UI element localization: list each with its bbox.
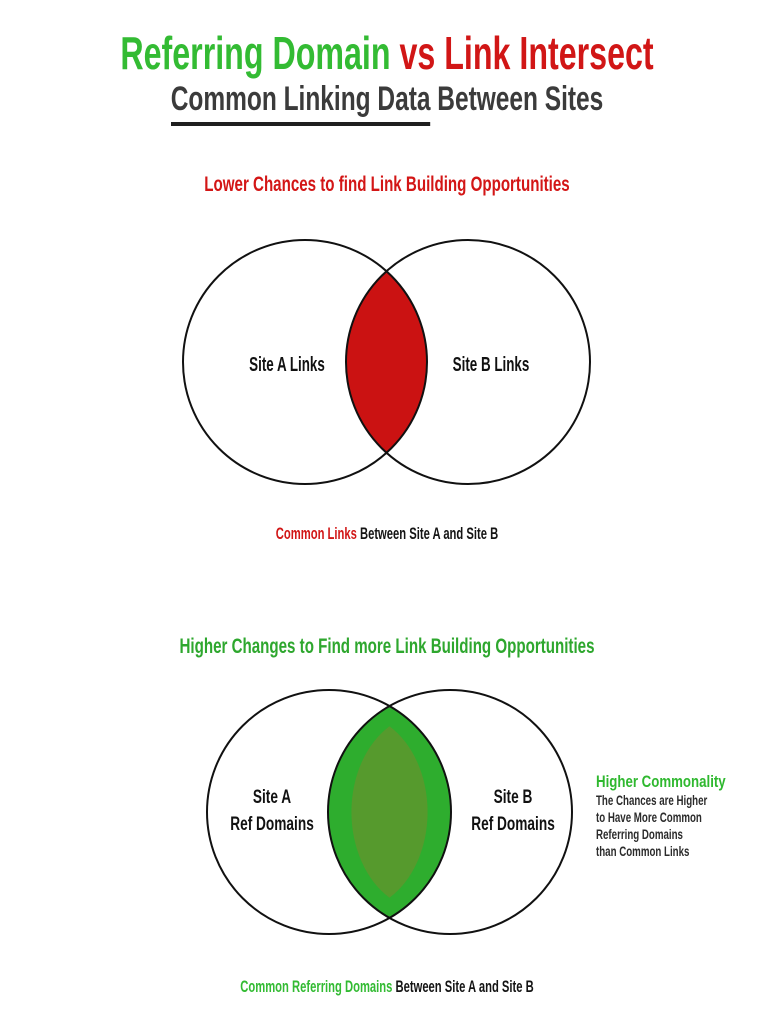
domains-caption: Common Referring Domains Between Site A … [132,977,643,997]
title-green-part: Referring Domain [120,27,391,79]
side-note: Higher Commonality The Chances are Highe… [596,771,774,860]
venn-domains: Site A Ref Domains Site B Ref Domains [206,689,573,935]
links-intersection-lens [345,271,428,453]
site-a-domains-label-line2: Ref Domains [230,813,314,835]
subtitle-underlined-part: Common Linking Data [170,80,431,126]
site-b-domains-label-line2: Ref Domains [471,813,555,835]
site-a-domains-label-line1: Site A [253,786,291,808]
site-a-links-circle [182,239,428,485]
side-note-line: The Chances are Higher [596,793,708,808]
links-section-heading: Lower Chances to find Link Building Oppo… [204,173,570,196]
domains-section-heading: Higher Changes to Find more Link Buildin… [179,635,595,658]
domains-caption-rest: Between Site A and Site B [392,977,534,996]
site-b-links-circle [345,239,591,485]
side-note-line: to Have More Common [596,810,702,825]
site-b-domains-circle [327,689,573,935]
side-note-title: Higher Commonality [596,772,726,791]
side-note-line: than Common Links [596,844,690,859]
site-a-domains-circle [206,689,452,935]
site-a-links-label: Site A Links [249,353,325,375]
side-note-line: Referring Domains [596,827,683,842]
subtitle-rest-part: Between Sites [430,80,604,118]
title-red-part: vs Link Intersect [390,27,654,79]
links-caption-rest: Between Site A and Site B [356,524,499,543]
domains-caption-highlight: Common Referring Domains [240,977,393,996]
links-caption: Common Links Between Site A and Site B [132,524,643,544]
site-b-domains-label-line1: Site B [494,786,533,808]
links-caption-highlight: Common Links [275,524,357,543]
site-b-links-label: Site B Links [453,353,530,375]
venn-links: Site A Links Site B Links [182,239,591,485]
page-title: Referring Domain vs Link Intersect [116,27,658,80]
page-subtitle: Common Linking Data Between Sites [108,80,665,126]
domains-intersection-inner-lens [351,726,428,898]
